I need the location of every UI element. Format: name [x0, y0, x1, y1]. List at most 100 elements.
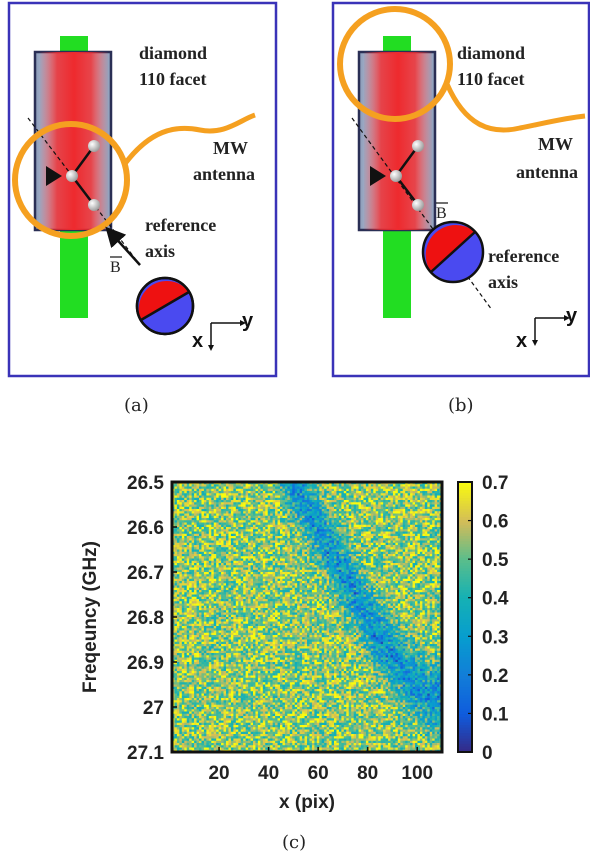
heatmap-cell — [292, 551, 296, 555]
heatmap-cell — [194, 567, 197, 571]
heatmap-cell — [250, 551, 254, 555]
heatmap-cell — [221, 493, 224, 496]
heatmap-cell — [287, 511, 291, 514]
heatmap-cell — [257, 529, 261, 532]
heatmap-cell — [353, 502, 357, 505]
heatmap-cell — [346, 547, 350, 550]
heatmap-cell — [292, 581, 296, 584]
heatmap-cell — [329, 538, 332, 541]
heatmap-cell — [390, 572, 394, 575]
heatmap-cell — [363, 493, 367, 496]
heatmap-cell — [324, 509, 327, 512]
heatmap-cell — [218, 502, 222, 505]
heatmap-cell — [422, 547, 426, 550]
heatmap-cell — [319, 574, 323, 577]
heatmap-cell — [277, 540, 281, 544]
heatmap-cell — [189, 547, 192, 550]
heatmap-cell — [228, 515, 232, 519]
heatmap-cell — [184, 506, 188, 510]
heatmap-cell — [299, 506, 303, 510]
heatmap-cell — [424, 569, 428, 573]
heatmap-cell — [358, 565, 362, 568]
heatmap-cell — [405, 522, 408, 526]
heatmap-cell — [314, 500, 318, 503]
heatmap-cell — [373, 551, 377, 555]
heatmap-cell — [307, 549, 310, 553]
heatmap-cell — [380, 520, 384, 523]
heatmap-cell — [206, 533, 210, 537]
heatmap-cell — [287, 527, 291, 530]
heatmap-cell — [292, 554, 296, 557]
heatmap-cell — [226, 527, 229, 530]
heatmap-cell — [250, 569, 254, 573]
heatmap-cell — [437, 493, 440, 496]
heatmap-cell — [304, 536, 308, 539]
heatmap-cell — [422, 531, 426, 535]
heatmap-cell — [203, 558, 207, 562]
heatmap-cell — [203, 549, 207, 553]
heatmap-cell — [294, 495, 298, 499]
heatmap-cell — [417, 569, 421, 573]
heatmap-cell — [380, 556, 384, 559]
heatmap-cell — [299, 484, 303, 487]
heatmap-cell — [245, 540, 249, 544]
heatmap-cell — [307, 551, 310, 555]
heatmap-cell — [230, 563, 234, 566]
heatmap-cell — [417, 518, 421, 521]
heatmap-cell — [314, 531, 318, 535]
heatmap-cell — [378, 495, 381, 499]
heatmap-cell — [211, 569, 215, 573]
heatmap-cell — [228, 565, 232, 568]
heatmap-cell — [233, 554, 237, 557]
heatmap-cell — [253, 527, 256, 530]
heatmap-cell — [368, 506, 372, 510]
heatmap-cell — [417, 578, 421, 582]
heatmap-cell — [336, 551, 340, 555]
heatmap-cell — [388, 522, 391, 526]
heatmap-cell — [321, 542, 325, 546]
heatmap-cell — [309, 509, 313, 512]
heatmap-cell — [280, 531, 283, 535]
heatmap-cell — [211, 484, 215, 487]
heatmap-cell — [260, 524, 264, 528]
heatmap-cell — [415, 536, 418, 539]
heatmap-cell — [392, 506, 396, 510]
heatmap-cell — [368, 513, 372, 517]
heatmap-cell — [348, 509, 352, 512]
heatmap-cell — [424, 506, 428, 510]
heatmap-cell — [395, 511, 399, 514]
heatmap-cell — [282, 497, 286, 501]
heatmap-cell — [319, 484, 323, 487]
heatmap-cell — [307, 536, 310, 539]
heatmap-cell — [184, 491, 188, 494]
heatmap-cell — [397, 504, 401, 508]
heatmap-cell — [186, 493, 190, 496]
heatmap-cell — [311, 509, 315, 512]
heatmap-cell — [277, 558, 281, 562]
heatmap-cell — [294, 502, 298, 505]
heatmap-cell — [233, 506, 237, 510]
heatmap-cell — [405, 542, 408, 546]
heatmap-cell — [361, 515, 364, 519]
heatmap-cell — [243, 549, 246, 553]
heatmap-cell — [314, 563, 318, 566]
heatmap-cell — [334, 551, 337, 555]
heatmap-cell — [412, 533, 416, 537]
heatmap-cell — [233, 484, 237, 487]
heatmap-cell — [427, 488, 431, 492]
heatmap-cell — [243, 563, 246, 566]
heatmap-cell — [294, 549, 298, 553]
heatmap-cell — [368, 495, 372, 499]
heatmap-cell — [218, 560, 222, 564]
heatmap-cell — [417, 502, 421, 505]
heatmap-cell — [348, 522, 352, 526]
heatmap-cell — [348, 576, 352, 580]
heatmap-cell — [368, 578, 372, 582]
heatmap-cell — [370, 524, 374, 528]
heatmap-cell — [343, 515, 347, 519]
heatmap-cell — [390, 491, 394, 494]
heatmap-cell — [326, 493, 330, 496]
heatmap-cell — [213, 524, 217, 528]
heatmap-cell — [373, 560, 377, 564]
heatmap-cell — [412, 484, 416, 487]
